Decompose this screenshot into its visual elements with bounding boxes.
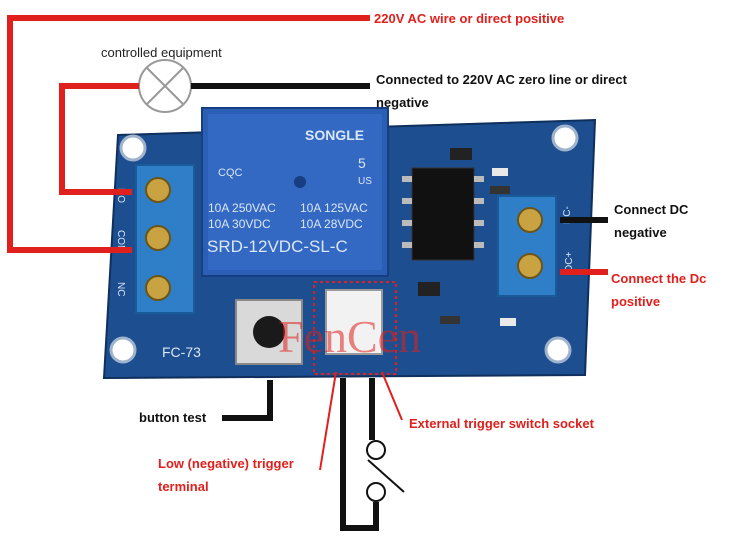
wire-ac-live	[7, 15, 370, 253]
wire-trigger-left	[340, 378, 379, 531]
pointer-ext-socket	[381, 371, 403, 421]
relay-rating-4: 10A 28VDC	[300, 217, 363, 231]
test-push-button[interactable]	[235, 299, 303, 365]
switch-icon	[366, 440, 405, 502]
relay-model: SRD-12VDC-SL-C	[207, 237, 348, 256]
resistor-2	[440, 316, 460, 324]
label-nc: NC	[115, 282, 126, 296]
label-dc-minus: DC-	[562, 206, 573, 224]
label-com: COM	[115, 230, 126, 253]
relay-rating-2: 10A 125VAC	[300, 201, 368, 215]
transistor	[418, 282, 440, 296]
relay-number: 5	[358, 155, 366, 171]
label-controlled-equipment: controlled equipment	[101, 45, 222, 60]
trigger-socket	[313, 281, 397, 375]
label-ac-wire: 220V AC wire or direct positive	[374, 11, 565, 26]
relay-brand: SONGLE	[305, 127, 364, 143]
board-model: FC-73	[162, 344, 201, 360]
ic-chip	[402, 167, 484, 261]
socket-highlight	[313, 281, 397, 375]
relay-cqc: CQC	[218, 167, 243, 179]
mount-hole-top-right	[551, 124, 579, 152]
relay-center-dot	[294, 176, 306, 188]
label-button-test: button test	[139, 410, 207, 425]
button-cap[interactable]	[253, 316, 285, 348]
diode	[450, 148, 472, 160]
screw-dc-negative	[517, 207, 543, 233]
dc-terminal-block: DC- DC+	[497, 195, 575, 297]
label-zero-line: Connected to 220V AC zero line or direct…	[376, 72, 627, 110]
wire-lamp-to-no	[59, 83, 139, 195]
mount-hole-bottom-right	[544, 336, 572, 364]
label-low-trigger: Low (negative) trigger terminal	[158, 456, 294, 494]
relay-rating-3: 10A 30VDC	[208, 217, 271, 231]
relay: SONGLE 5 US CQC 10A 250VAC 10A 125VAC 10…	[201, 107, 389, 277]
watermark: FenCen	[278, 311, 421, 362]
pointer-low-trigger	[319, 371, 337, 471]
screw-dc-positive	[517, 253, 543, 279]
led-status	[500, 318, 516, 326]
screw-com	[145, 225, 171, 251]
label-dc-positive: Connect the Dc positive	[611, 271, 707, 309]
screw-nc	[145, 275, 171, 301]
label-dc-negative: Connect DC negative	[614, 202, 689, 240]
screw-no	[145, 177, 171, 203]
mount-hole-bottom-left	[109, 336, 137, 364]
resistor-1	[490, 186, 510, 194]
mount-hole-top-left	[119, 134, 147, 162]
smd-components	[418, 148, 516, 326]
relay-rating-1: 10A 250VAC	[208, 201, 276, 215]
led-power	[492, 168, 508, 176]
label-ext-socket: External trigger switch socket	[409, 416, 594, 431]
wires	[7, 15, 608, 531]
label-no: NO	[115, 188, 126, 203]
output-terminal-block: NO COM NC	[115, 164, 195, 314]
lamp-icon	[138, 59, 192, 113]
relay-us: US	[358, 176, 372, 187]
wire-button-test	[222, 380, 273, 421]
label-dc-plus: DC+	[564, 252, 575, 272]
